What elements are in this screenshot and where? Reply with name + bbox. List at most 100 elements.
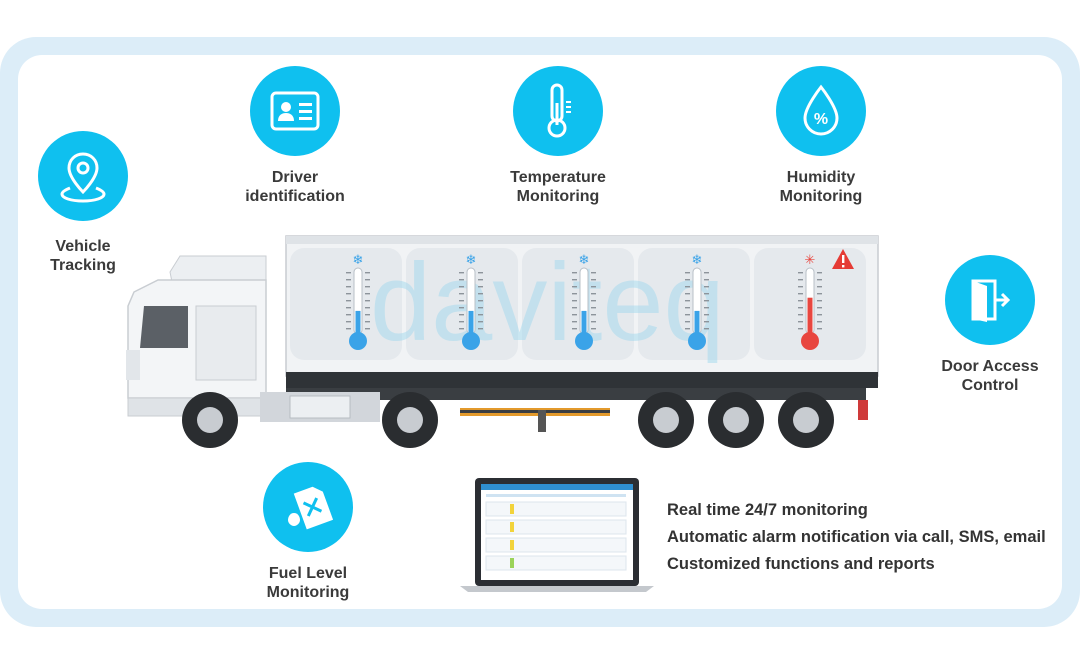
thermometer-tick [798,300,803,302]
thermometer-tick [365,286,370,288]
thermometer-tick [365,279,370,281]
thermometer-tick [346,314,351,316]
thermometer-tick [704,272,709,274]
benefit-item: Automatic alarm notification via call, S… [667,528,1046,546]
thermometer-tick [798,328,803,330]
thermometer-1: ❄ [346,253,370,350]
thermometer-tick [459,314,464,316]
thermometer-tick [704,286,709,288]
snowflake-icon: ❄ [692,253,703,268]
thermometer-tick [572,328,577,330]
thermometer-level [694,310,700,338]
thermometer-tick [591,321,596,323]
label-line: Temperature [510,169,606,186]
thermometer-tick [798,307,803,309]
thermometer-tick [459,328,464,330]
landing-gear [538,410,546,432]
thermometer-tick [685,307,690,309]
thermometer-tick [817,314,822,316]
thermometer-tick [572,279,577,281]
thermometer-tick [817,328,822,330]
thermometer-tick [478,307,483,309]
thermometer-tick [346,300,351,302]
thermometer-tick [817,300,822,302]
thermometer-tick [591,286,596,288]
thermometer-tick [591,293,596,295]
thermometer-tick [365,321,370,323]
fuel-canister-icon [263,462,353,552]
warning-icon [832,249,854,269]
benefits-list: Real time 24/7 monitoring Automatic alar… [667,497,1046,578]
heat-icon: ✳ [805,253,816,268]
benefit-item: Real time 24/7 monitoring [667,501,868,519]
thermometer-tick [346,293,351,295]
thermometer-tick [365,314,370,316]
thermometer-tick [591,272,596,274]
thermometer-tick [798,314,803,316]
thermometer-tick [685,286,690,288]
label-line: Vehicle [55,238,111,255]
humidity-drop-icon: % [776,66,866,156]
thermometer-tick [704,293,709,295]
thermometer-tick [346,307,351,309]
feature-driver-identification: Driver identification [230,66,360,206]
label-line: Fuel Level [268,565,348,582]
truck-cab [126,255,380,422]
thermometer-tick [817,272,822,274]
thermometer-tick [478,279,483,281]
thermometer-tick [798,321,803,323]
thermometer-tick [572,314,577,316]
thermometer-tick [478,300,483,302]
id-card-icon [250,66,340,156]
label-line: Monitoring [266,584,350,601]
thermometer-tick [365,328,370,330]
thermometer-tick [685,300,690,302]
thermometer-tick [685,279,690,281]
thermometer-tick [346,279,351,281]
thermometer-group: ❄❄❄❄✳ [346,253,822,350]
thermometer-tick [704,307,709,309]
thermometer-tick [478,314,483,316]
thermometer-tick [817,293,822,295]
label-line: Door Access [941,358,1039,375]
thermometer-tick [685,328,690,330]
label-line: Humidity [786,169,856,186]
thermometer-level [581,310,587,338]
feature-vehicle-tracking: Vehicle Tracking [28,131,138,275]
thermometer-tick [459,286,464,288]
svg-text:%: % [814,111,828,128]
feature-humidity-monitoring: % Humidity Monitoring [756,66,886,206]
thermometer-tick [478,293,483,295]
thermometer-tick [817,307,822,309]
thermometer-tick [704,314,709,316]
thermometer-tick [572,286,577,288]
thermometer-tick [572,300,577,302]
thermometer-tick [459,279,464,281]
thermometer-tick [478,286,483,288]
thermometer-level [355,310,361,338]
feature-label: Temperature Monitoring [493,168,623,206]
thermometer-tick [817,286,822,288]
benefit-item: Customized functions and reports [667,555,935,573]
thermometer-bulb [801,332,819,350]
thermometer-tick [478,272,483,274]
thermometer-tick [346,321,351,323]
label-line: Driver [271,169,319,186]
thermometer-tick [798,272,803,274]
thermometer-2: ❄ [459,253,483,350]
thermometer-tick [704,279,709,281]
thermometer-tick [459,300,464,302]
thermometer-tick [704,300,709,302]
thermometer-tick [572,321,577,323]
thermometer-tick [365,272,370,274]
snowflake-icon: ❄ [466,253,477,268]
thermometer-bulb [575,332,593,350]
thermometer-tick [817,279,822,281]
feature-label: Fuel Level Monitoring [243,564,373,602]
thermometer-tick [346,328,351,330]
thermometer-tick [365,293,370,295]
label-line: Monitoring [516,188,600,205]
thermometer-tick [685,272,690,274]
thermometer-tick [591,300,596,302]
